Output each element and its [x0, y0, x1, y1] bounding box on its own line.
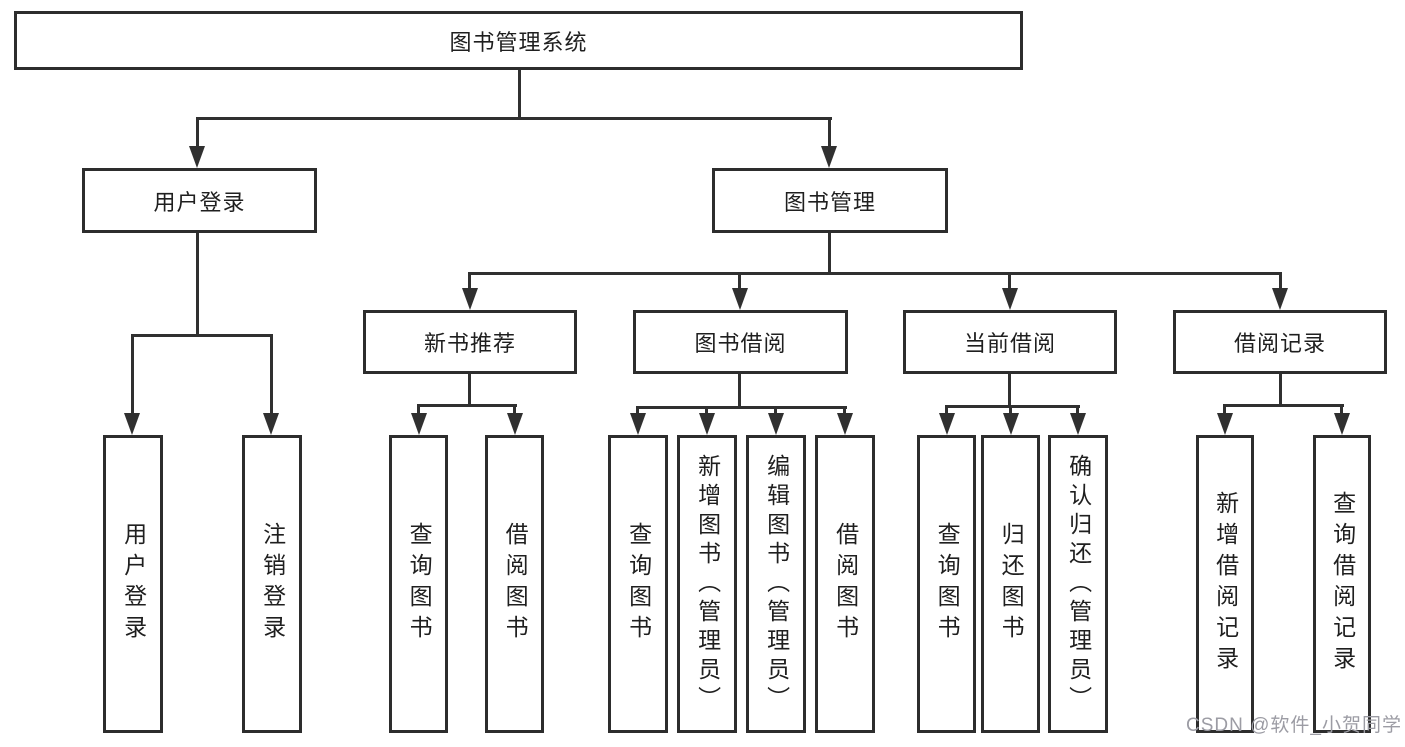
arrow-down	[124, 413, 140, 435]
arrow-down	[1070, 413, 1086, 435]
leaf-recommend-borrow-book-label: 借阅图书	[502, 522, 529, 646]
leaf-user-login: 用户登录	[103, 435, 163, 733]
leaf-user-login-label: 用户登录	[120, 522, 147, 646]
leaf-add-book-admin: 新增图书（管理员）	[677, 435, 737, 733]
node-borrow-records-label: 借阅记录	[1233, 331, 1326, 356]
connector-line	[518, 68, 521, 119]
node-user-login: 用户登录	[82, 168, 317, 233]
connector-line	[828, 117, 831, 149]
leaf-borrow-book-label: 借阅图书	[832, 522, 859, 646]
leaf-edit-book-admin: 编辑图书（管理员）	[746, 435, 806, 733]
node-book-borrow-label: 图书借阅	[694, 331, 787, 356]
arrow-down	[1002, 288, 1018, 310]
connector-line	[513, 404, 516, 416]
leaf-current-query-book-label: 查询图书	[934, 522, 961, 646]
connector-line	[1008, 272, 1011, 290]
node-current-borrow: 当前借阅	[903, 310, 1117, 374]
leaf-add-borrow-record-label: 新增借阅记录	[1212, 491, 1239, 677]
node-root: 图书管理系统	[14, 11, 1023, 70]
leaf-recommend-query-book-label: 查询图书	[406, 522, 433, 646]
connector-line	[843, 406, 846, 416]
arrow-down	[1334, 413, 1350, 435]
arrow-down	[1272, 288, 1288, 310]
connector-line	[774, 406, 777, 416]
leaf-confirm-return-admin-label: 确认归还（管理员）	[1065, 453, 1092, 715]
arrow-down	[462, 288, 478, 310]
leaf-query-borrow-record-label: 查询借阅记录	[1329, 491, 1356, 677]
leaf-edit-book-admin-label: 编辑图书（管理员）	[763, 453, 790, 715]
node-current-borrow-label: 当前借阅	[963, 331, 1056, 356]
connector-line	[417, 404, 517, 407]
arrow-down	[630, 413, 646, 435]
leaf-borrow-book: 借阅图书	[815, 435, 875, 733]
leaf-borrow-query-book-label: 查询图书	[625, 522, 652, 646]
arrow-down	[732, 288, 748, 310]
node-book-management: 图书管理	[712, 168, 948, 233]
connector-line	[705, 406, 708, 416]
leaf-query-borrow-record: 查询借阅记录	[1313, 435, 1371, 733]
node-new-book-recommend: 新书推荐	[363, 310, 577, 374]
arrow-down	[507, 413, 523, 435]
connector-line	[196, 117, 832, 120]
node-book-borrow: 图书借阅	[633, 310, 848, 374]
leaf-recommend-borrow-book: 借阅图书	[485, 435, 544, 733]
arrow-down	[699, 413, 715, 435]
connector-line	[1279, 372, 1282, 407]
leaf-borrow-query-book: 查询图书	[608, 435, 668, 733]
csdn-watermark: CSDN @软件_小贺同学	[1186, 715, 1402, 736]
node-user-login-label: 用户登录	[153, 189, 246, 215]
arrow-down	[1003, 413, 1019, 435]
leaf-add-book-admin-label: 新增图书（管理员）	[694, 453, 721, 715]
connector-line	[738, 272, 741, 290]
node-borrow-records: 借阅记录	[1173, 310, 1387, 374]
leaf-return-book-label: 归还图书	[998, 522, 1025, 646]
connector-line	[1008, 372, 1011, 408]
leaf-recommend-query-book: 查询图书	[389, 435, 448, 733]
arrow-down	[1217, 413, 1233, 435]
connector-line	[738, 372, 741, 409]
node-book-management-label: 图书管理	[783, 189, 876, 215]
connector-line	[828, 233, 831, 275]
connector-line	[131, 334, 273, 337]
connector-line	[636, 406, 847, 409]
connector-line	[1076, 405, 1079, 416]
leaf-return-book: 归还图书	[981, 435, 1040, 733]
leaf-current-query-book: 查询图书	[917, 435, 976, 733]
connector-line	[945, 405, 948, 416]
arrow-down	[821, 146, 837, 168]
arrow-down	[939, 413, 955, 435]
connector-line	[636, 406, 639, 416]
leaf-confirm-return-admin: 确认归还（管理员）	[1048, 435, 1108, 733]
connector-line	[417, 404, 420, 416]
arrow-down	[411, 413, 427, 435]
arrow-down	[768, 413, 784, 435]
leaf-logout-label: 注销登录	[259, 522, 286, 646]
leaf-add-borrow-record: 新增借阅记录	[1196, 435, 1254, 733]
arrow-down	[263, 413, 279, 435]
connector-line	[1223, 404, 1344, 407]
connector-line	[1279, 272, 1282, 290]
leaf-logout: 注销登录	[242, 435, 302, 733]
node-root-label: 图书管理系统	[449, 29, 588, 55]
connector-line	[1009, 405, 1012, 416]
connector-line	[1223, 404, 1226, 416]
connector-line	[131, 334, 134, 414]
connector-line	[468, 272, 1282, 275]
connector-line	[270, 334, 273, 414]
connector-line	[468, 372, 471, 407]
arrow-down	[837, 413, 853, 435]
connector-line	[196, 117, 199, 149]
connector-line	[1340, 404, 1343, 416]
node-new-book-recommend-label: 新书推荐	[423, 331, 516, 356]
connector-line	[945, 405, 1080, 408]
connector-line	[468, 272, 471, 290]
connector-line	[196, 231, 199, 337]
arrow-down	[189, 146, 205, 168]
